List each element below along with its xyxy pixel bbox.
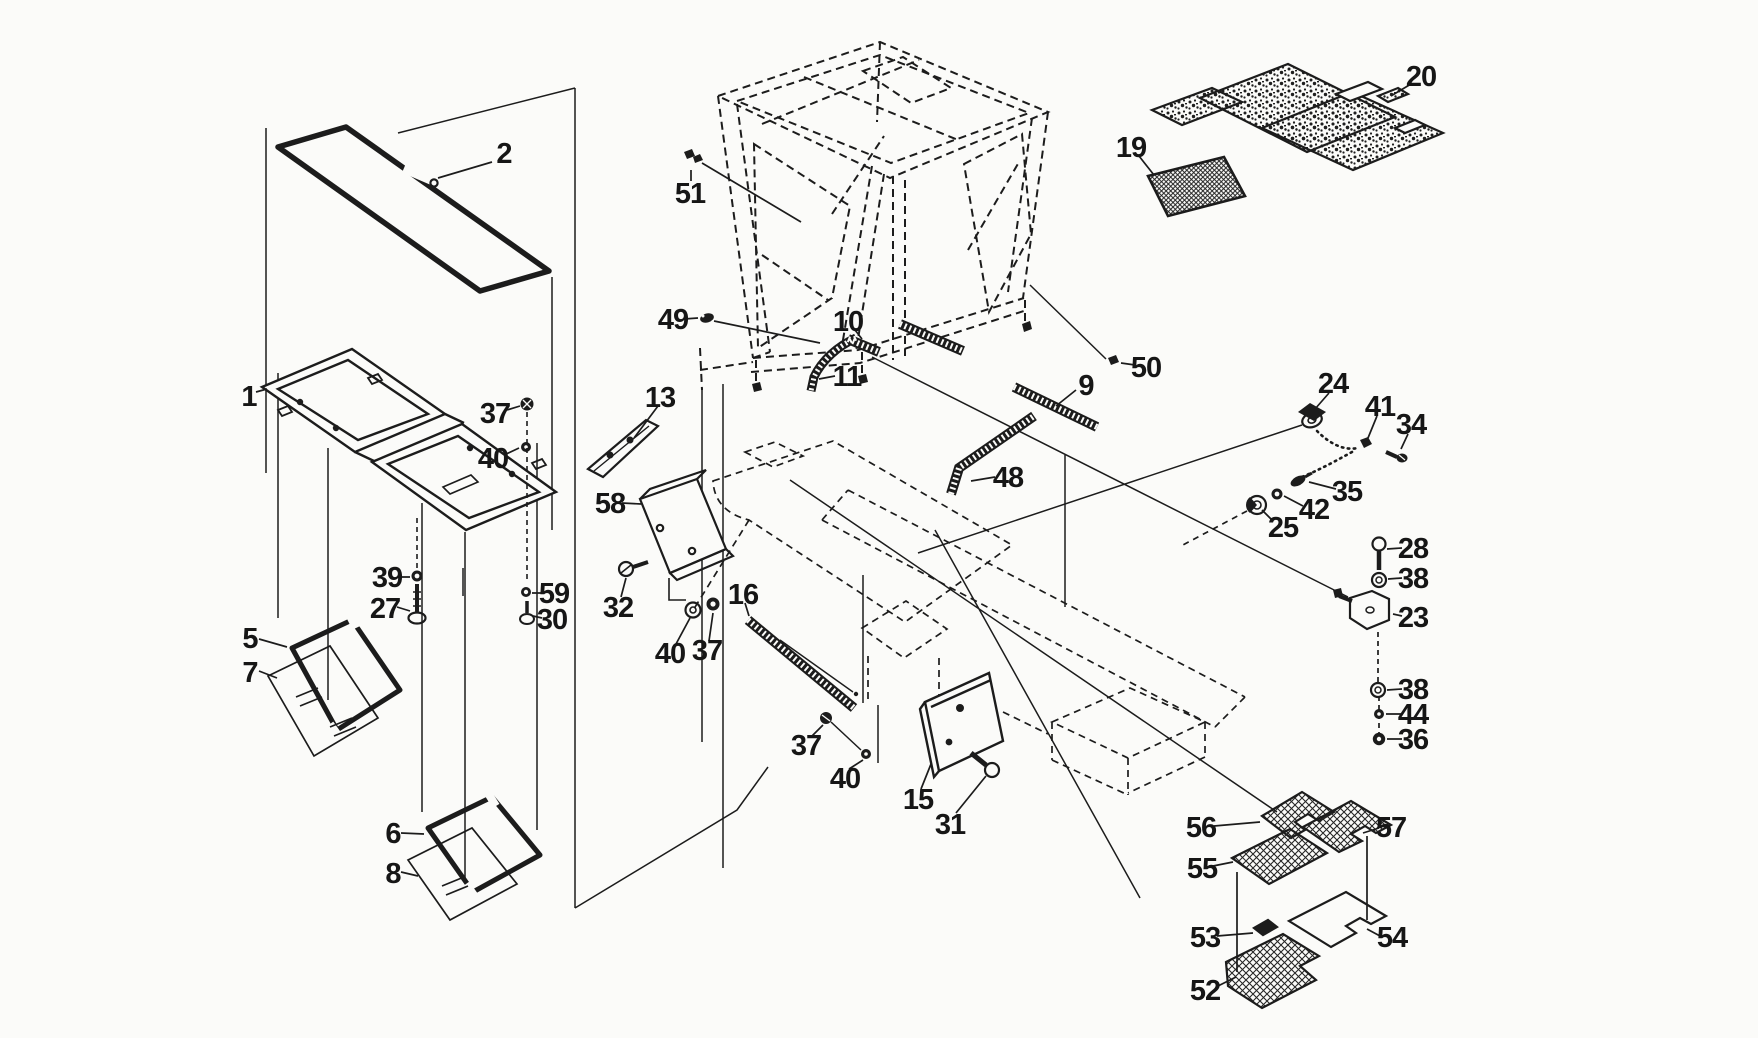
rubber-pads	[1224, 790, 1394, 1010]
part-label-24: 24	[1318, 368, 1349, 400]
part-label-5: 5	[242, 623, 258, 655]
part-label-36: 36	[1398, 724, 1429, 756]
part-label-2: 2	[496, 138, 511, 170]
part-label-23: 23	[1398, 602, 1429, 634]
part-label-37: 37	[791, 730, 821, 762]
window-glass-part8	[406, 826, 519, 922]
part-label-6: 6	[385, 818, 401, 850]
part-label-7: 7	[242, 657, 257, 689]
part-label-9: 9	[1078, 370, 1094, 402]
part-label-40: 40	[478, 443, 508, 475]
part-label-40: 40	[830, 763, 860, 795]
part-label-19: 19	[1116, 132, 1147, 164]
part-label-16: 16	[728, 579, 759, 611]
fastener-column-right	[1333, 536, 1391, 746]
part-label-37: 37	[692, 635, 722, 667]
part-label-49: 49	[658, 304, 689, 336]
cab-frame-feet	[752, 321, 1032, 392]
window-frame-part1	[259, 347, 559, 532]
pad-54	[1286, 890, 1389, 949]
part-label-58: 58	[595, 488, 626, 520]
part-label-44: 44	[1398, 699, 1429, 731]
part-label-20: 20	[1406, 61, 1436, 93]
label-leader-lines	[255, 83, 1412, 988]
pad-55	[1229, 827, 1330, 886]
part-label-8: 8	[385, 858, 401, 890]
cab-plugs	[684, 149, 1119, 365]
part-label-31: 31	[935, 809, 966, 841]
pad-53	[1252, 918, 1279, 937]
part-label-48: 48	[993, 462, 1024, 494]
plate-part15	[918, 671, 1005, 780]
part-label-40: 40	[655, 638, 685, 670]
fasteners-part15	[820, 712, 1001, 779]
bracket-part58	[638, 468, 735, 582]
part-label-56: 56	[1186, 812, 1217, 844]
part-label-57: 57	[1376, 812, 1406, 844]
seal-strips	[744, 319, 1100, 712]
floor-and-chassis	[691, 440, 1246, 796]
part-label-27: 27	[370, 593, 400, 625]
part-label-39: 39	[372, 562, 403, 594]
part-label-13: 13	[645, 382, 676, 414]
part-label-38: 38	[1398, 563, 1429, 595]
part-label-59: 59	[539, 578, 570, 610]
part-label-32: 32	[603, 592, 633, 624]
part-label-41: 41	[1365, 391, 1396, 423]
fastener-chain-right	[1180, 403, 1408, 547]
cab-frame	[699, 40, 1051, 391]
pad-57	[1300, 799, 1394, 854]
fasteners-left	[407, 397, 720, 625]
part-label-53: 53	[1190, 922, 1221, 954]
part-label-38: 38	[1398, 674, 1429, 706]
floor-mat-part19	[1146, 155, 1247, 218]
part-label-52: 52	[1190, 975, 1220, 1007]
part-label-34: 34	[1396, 409, 1427, 441]
part-label-51: 51	[675, 178, 706, 210]
part-label-42: 42	[1299, 494, 1329, 526]
part-label-10: 10	[833, 306, 863, 338]
window-glass-part7	[266, 644, 380, 758]
part-label-37: 37	[480, 398, 510, 430]
part-label-35: 35	[1332, 476, 1363, 508]
part-label-28: 28	[1398, 533, 1429, 565]
part-label-55: 55	[1187, 853, 1218, 885]
window-seal-part5	[289, 610, 403, 741]
part-label-50: 50	[1131, 352, 1161, 384]
plate-part13	[586, 418, 660, 479]
part-label-11: 11	[833, 361, 863, 393]
part-label-30: 30	[537, 604, 567, 636]
part-label-54: 54	[1377, 922, 1408, 954]
part-label-1: 1	[241, 381, 257, 413]
floor-mat-part20	[1149, 62, 1446, 172]
part-label-15: 15	[903, 784, 934, 816]
pad-52	[1224, 932, 1322, 1010]
reference-lines	[265, 87, 1349, 909]
part-label-25: 25	[1268, 512, 1299, 544]
roof-seal-part2	[275, 124, 552, 294]
